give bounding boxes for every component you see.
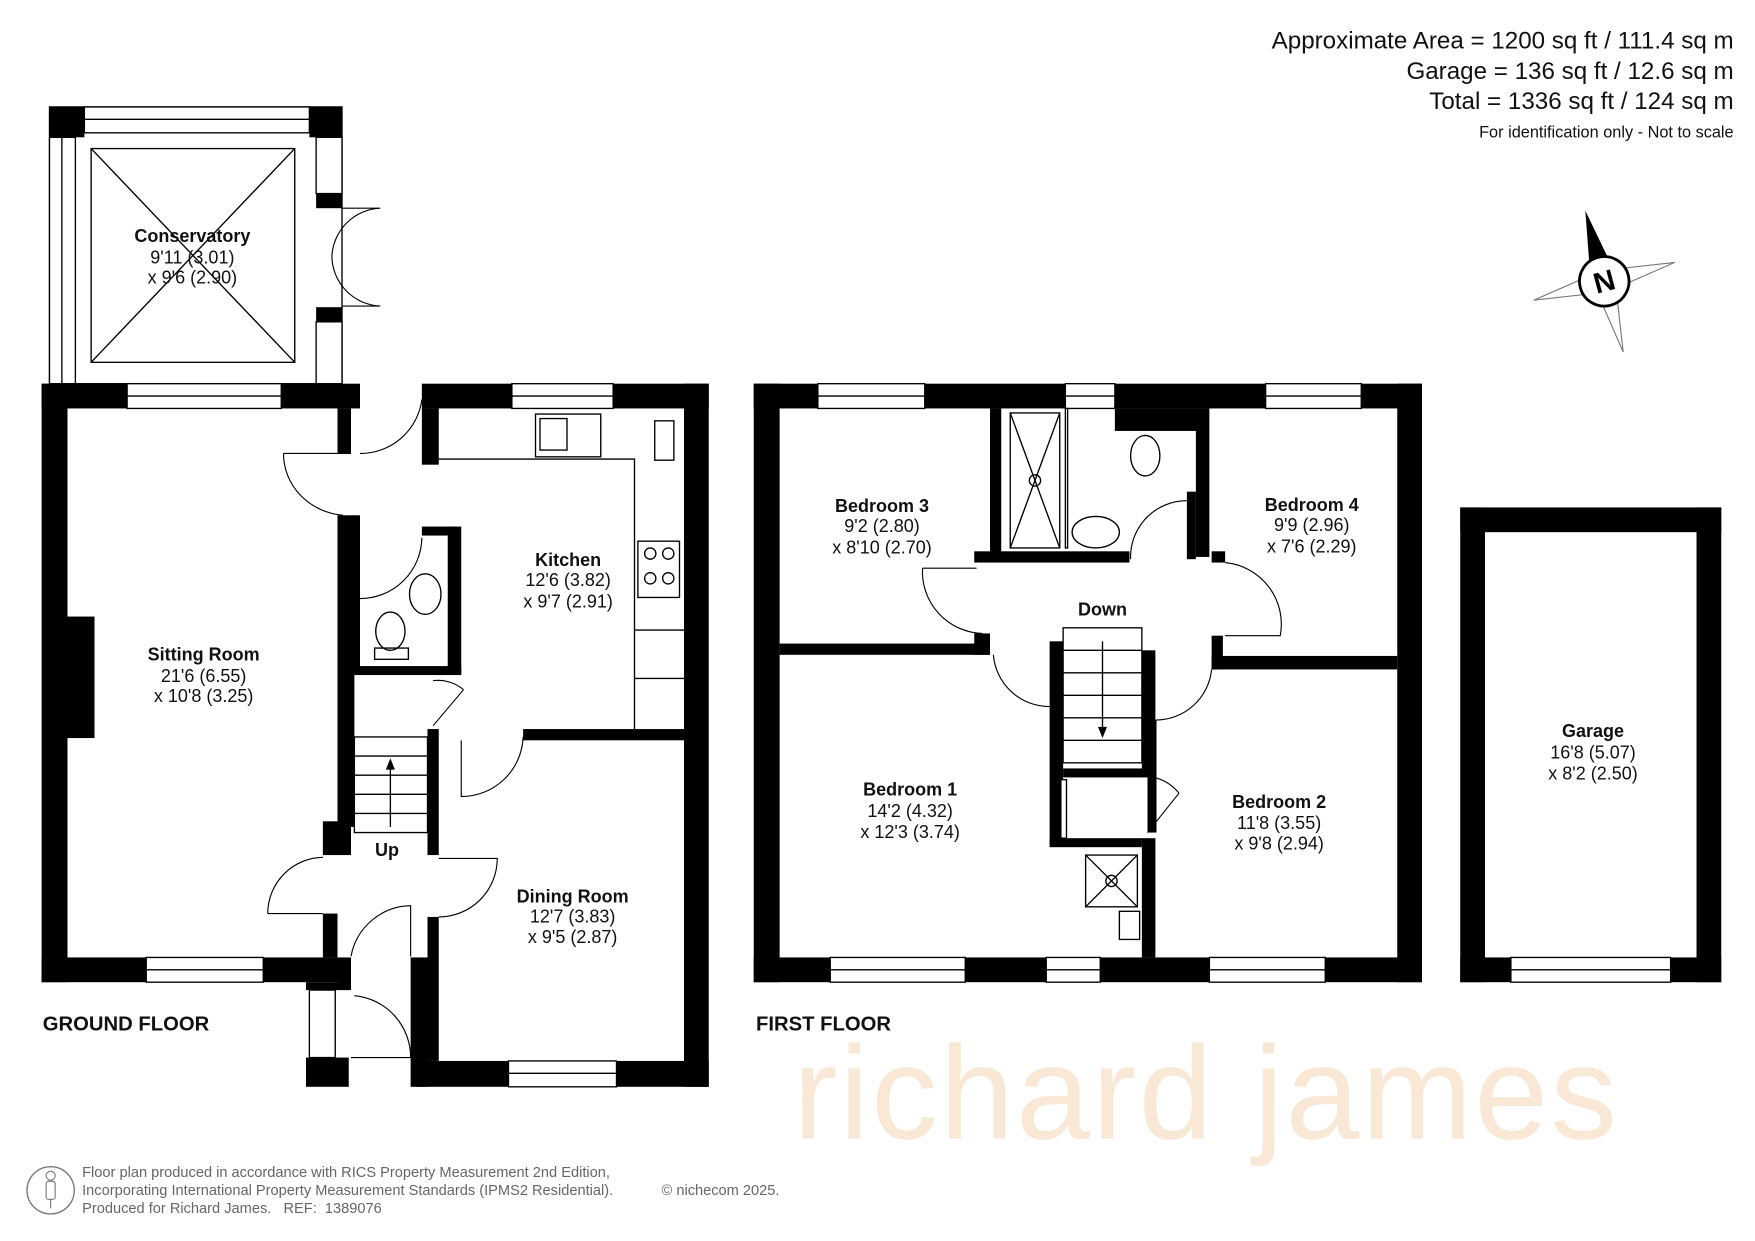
bedroom4-name: Bedroom 4: [1265, 495, 1359, 515]
bedroom2-dim: x 9'8 (2.94): [1234, 833, 1323, 853]
dining-room-dim: 12'7 (3.83): [530, 907, 616, 927]
bedroom4-dim: x 7'6 (2.29): [1267, 536, 1356, 556]
total-area: Total = 1336 sq ft / 124 sq m: [1429, 88, 1733, 115]
bedroom1-name: Bedroom 1: [863, 779, 957, 799]
bedroom1-dim: 14'2 (4.32): [867, 801, 953, 821]
dining-room-dim: x 9'5 (2.87): [528, 927, 617, 947]
garage-area: Garage = 136 sq ft / 12.6 sq m: [1406, 58, 1733, 85]
sitting-room-dim: x 10'8 (3.25): [154, 686, 253, 706]
footer-line2: Incorporating International Property Mea…: [82, 1183, 613, 1199]
sitting-room-name: Sitting Room: [148, 644, 260, 664]
bedroom2-name: Bedroom 2: [1232, 792, 1326, 812]
footer-line3: Produced for Richard James. REF: 1389076: [82, 1201, 382, 1217]
compass-icon: [1533, 210, 1676, 353]
footer-line1: Floor plan produced in accordance with R…: [82, 1165, 610, 1181]
bedroom2-dim: 11'8 (3.55): [1237, 813, 1321, 833]
bedroom3-name: Bedroom 3: [835, 496, 929, 516]
ground-floor-label: GROUND FLOOR: [43, 1014, 210, 1036]
bedroom3-dim: 9'2 (2.80): [844, 516, 919, 536]
first-floor-plan: [753, 383, 1422, 983]
conservatory-dim: 9'11 (3.01): [150, 247, 234, 267]
kitchen-dim: x 9'7 (2.91): [523, 592, 612, 612]
kitchen-dim: 12'6 (3.82): [525, 570, 611, 590]
garage-dim: 16'8 (5.07): [1550, 742, 1636, 762]
garage-name: Garage: [1562, 721, 1624, 741]
bedroom4-dim: 9'9 (2.96): [1274, 515, 1349, 535]
bedroom3-dim: x 8'10 (2.70): [832, 538, 932, 558]
conservatory-dim: x 9'6 (2.90): [148, 268, 237, 288]
garage-dim: x 8'2 (2.50): [1548, 764, 1637, 784]
sitting-room-dim: 21'6 (6.55): [161, 666, 247, 686]
conservatory-name: Conservatory: [134, 226, 250, 246]
footer-copyright: © nichecom 2025.: [662, 1183, 780, 1199]
area-summary: Approximate Area = 1200 sq ft / 111.4 sq…: [1272, 27, 1734, 141]
stairs-down-label: Down: [1078, 599, 1127, 619]
ground-floor-plan: [41, 106, 709, 1088]
garage-plan: [1460, 507, 1722, 983]
approx-area: Approximate Area = 1200 sq ft / 111.4 sq…: [1272, 27, 1734, 54]
first-floor-label: FIRST FLOOR: [756, 1014, 891, 1036]
kitchen-name: Kitchen: [535, 550, 601, 570]
person-icon: [26, 1166, 75, 1215]
dining-room-name: Dining Room: [517, 886, 629, 906]
disclaimer: For identification only - Not to scale: [1479, 123, 1734, 141]
stairs-up-label: Up: [375, 840, 399, 860]
watermark: richard james: [793, 1020, 1619, 1168]
bedroom1-dim: x 12'3 (3.74): [860, 822, 960, 842]
